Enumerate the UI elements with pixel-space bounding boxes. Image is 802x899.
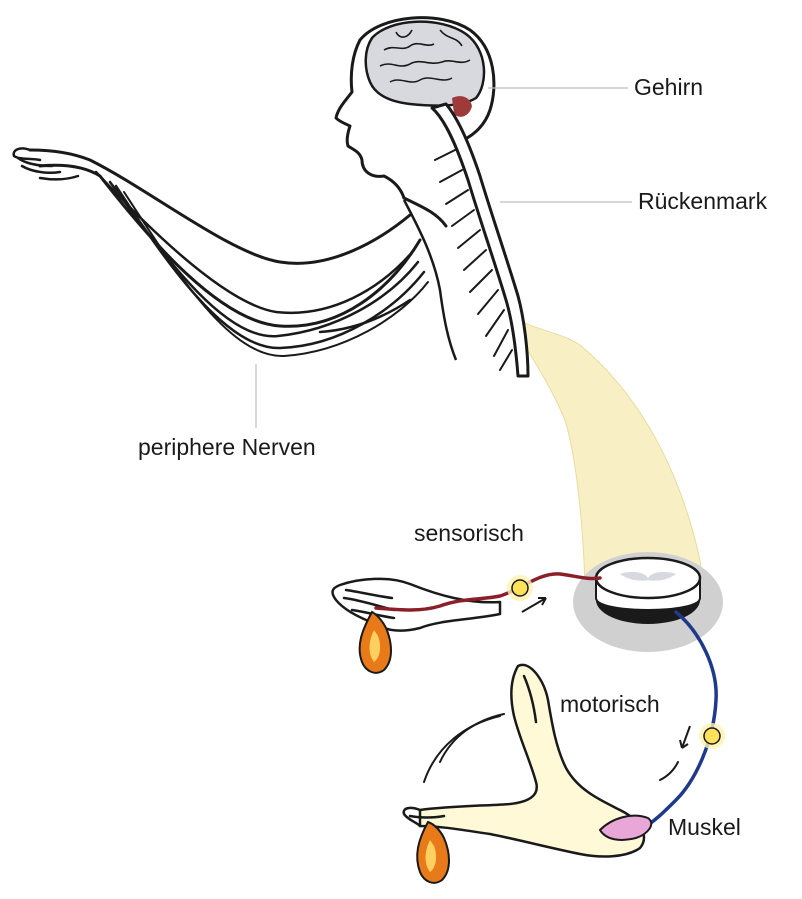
brain-shape — [366, 22, 484, 106]
motor-synapse — [699, 723, 725, 749]
arm-nerve-bundle — [30, 150, 428, 356]
label-peripheral-nerves: periphere Nerven — [138, 436, 316, 459]
torso-outline — [404, 200, 456, 360]
flame-lower — [417, 822, 449, 883]
label-motor: motorisch — [560, 693, 660, 716]
label-brain: Gehirn — [634, 76, 703, 99]
sensory-synapse — [507, 575, 533, 601]
label-sensory: sensorisch — [414, 522, 524, 545]
sensory-arrow — [522, 598, 546, 612]
motor-arrow — [680, 726, 690, 748]
label-spinal-cord: Rückenmark — [638, 190, 767, 213]
label-muscle: Muskel — [668, 816, 741, 839]
sensory-hand — [333, 579, 500, 631]
spinal-cord — [432, 104, 528, 376]
